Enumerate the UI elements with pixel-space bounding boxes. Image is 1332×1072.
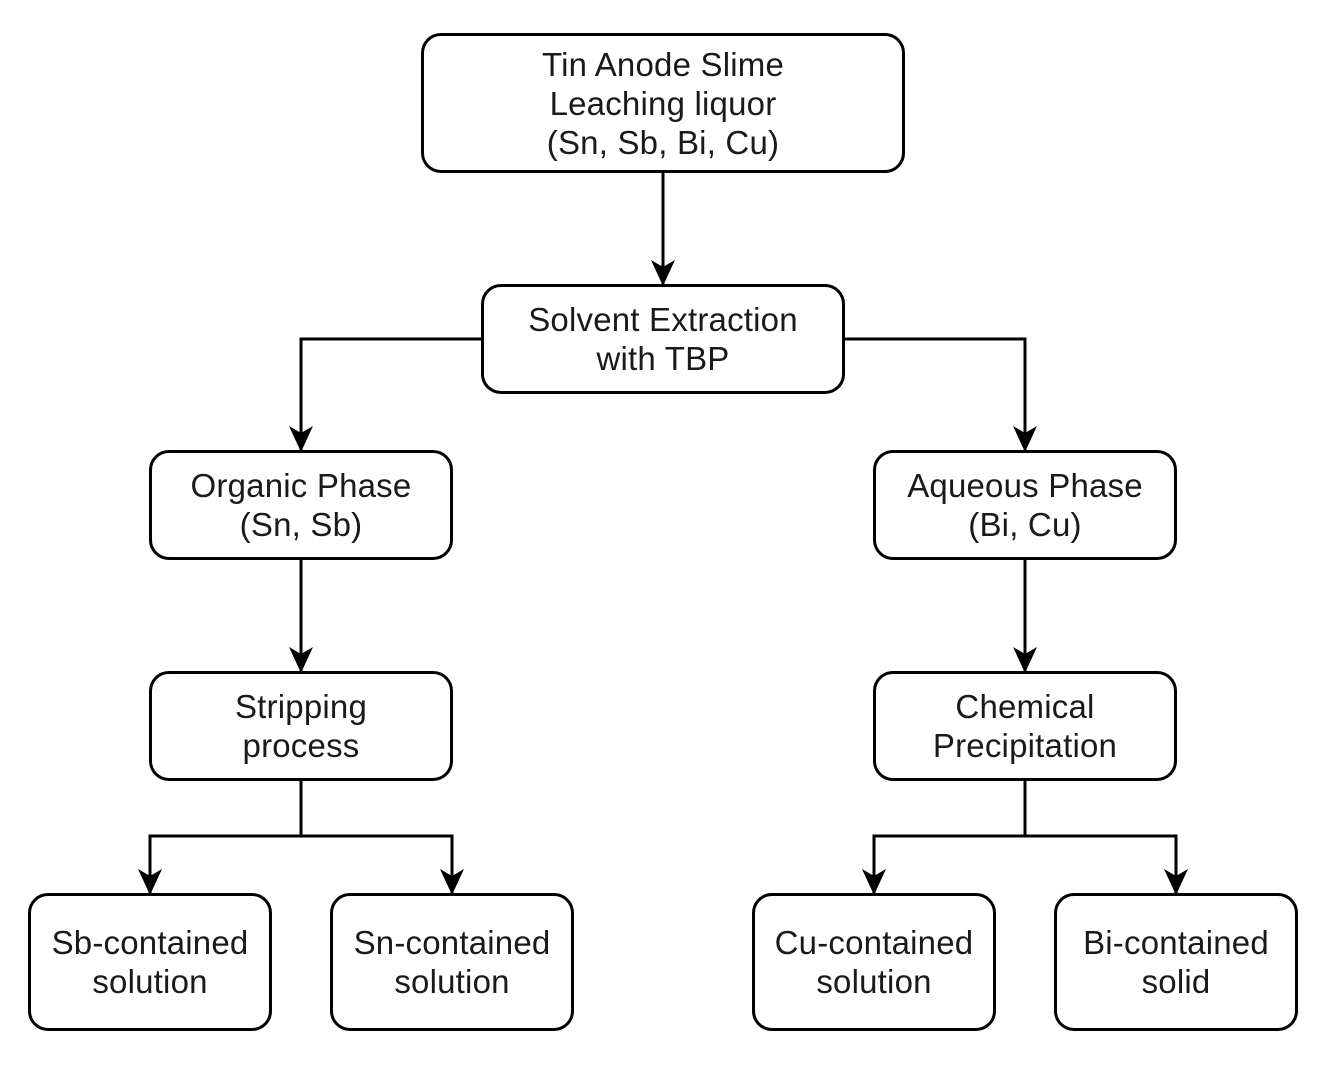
node-line: (Sn, Sb) [239, 506, 363, 543]
node-chemical-precipitation: Chemical Precipitation [873, 671, 1177, 781]
edge-se-to-aq [845, 337, 1037, 452]
node-solvent-extraction: Solvent Extraction with TBP [481, 284, 845, 394]
node-leaching-liquor: Tin Anode Slime Leaching liquor (Sn, Sb,… [421, 33, 905, 173]
edge-strip-split [138, 781, 464, 895]
node-line: Sn-contained [353, 924, 551, 961]
node-line: Sb-contained [51, 924, 249, 961]
node-line: process [242, 727, 360, 764]
node-bi-contained-solid: Bi-contained solid [1054, 893, 1298, 1031]
node-line: Tin Anode Slime [541, 45, 785, 83]
node-sb-contained-solution: Sb-contained solution [28, 893, 272, 1031]
edge-chem-split [862, 781, 1188, 895]
node-line: solution [394, 963, 510, 1000]
node-line: solid [1141, 963, 1211, 1000]
node-line: Leaching liquor [549, 84, 777, 122]
node-stripping-process: Stripping process [149, 671, 453, 781]
node-line: Cu-contained [774, 924, 974, 961]
node-line: Chemical [955, 688, 1095, 725]
node-line: (Bi, Cu) [968, 506, 1082, 543]
node-line: Bi-contained [1083, 924, 1269, 961]
node-line: solution [92, 963, 208, 1000]
node-line: (Sn, Sb, Bi, Cu) [546, 123, 780, 161]
node-cu-contained-solution: Cu-contained solution [752, 893, 996, 1031]
node-aqueous-phase: Aqueous Phase (Bi, Cu) [873, 450, 1177, 560]
node-sn-contained-solution: Sn-contained solution [330, 893, 574, 1031]
node-line: solution [816, 963, 932, 1000]
node-organic-phase: Organic Phase (Sn, Sb) [149, 450, 453, 560]
node-line: with TBP [596, 340, 730, 377]
node-line: Precipitation [932, 727, 1118, 764]
edge-se-to-org [289, 337, 481, 452]
node-line: Aqueous Phase [907, 467, 1143, 504]
node-line: Stripping [234, 688, 368, 725]
node-line: Organic Phase [190, 467, 412, 504]
node-line: Solvent Extraction [528, 301, 798, 338]
